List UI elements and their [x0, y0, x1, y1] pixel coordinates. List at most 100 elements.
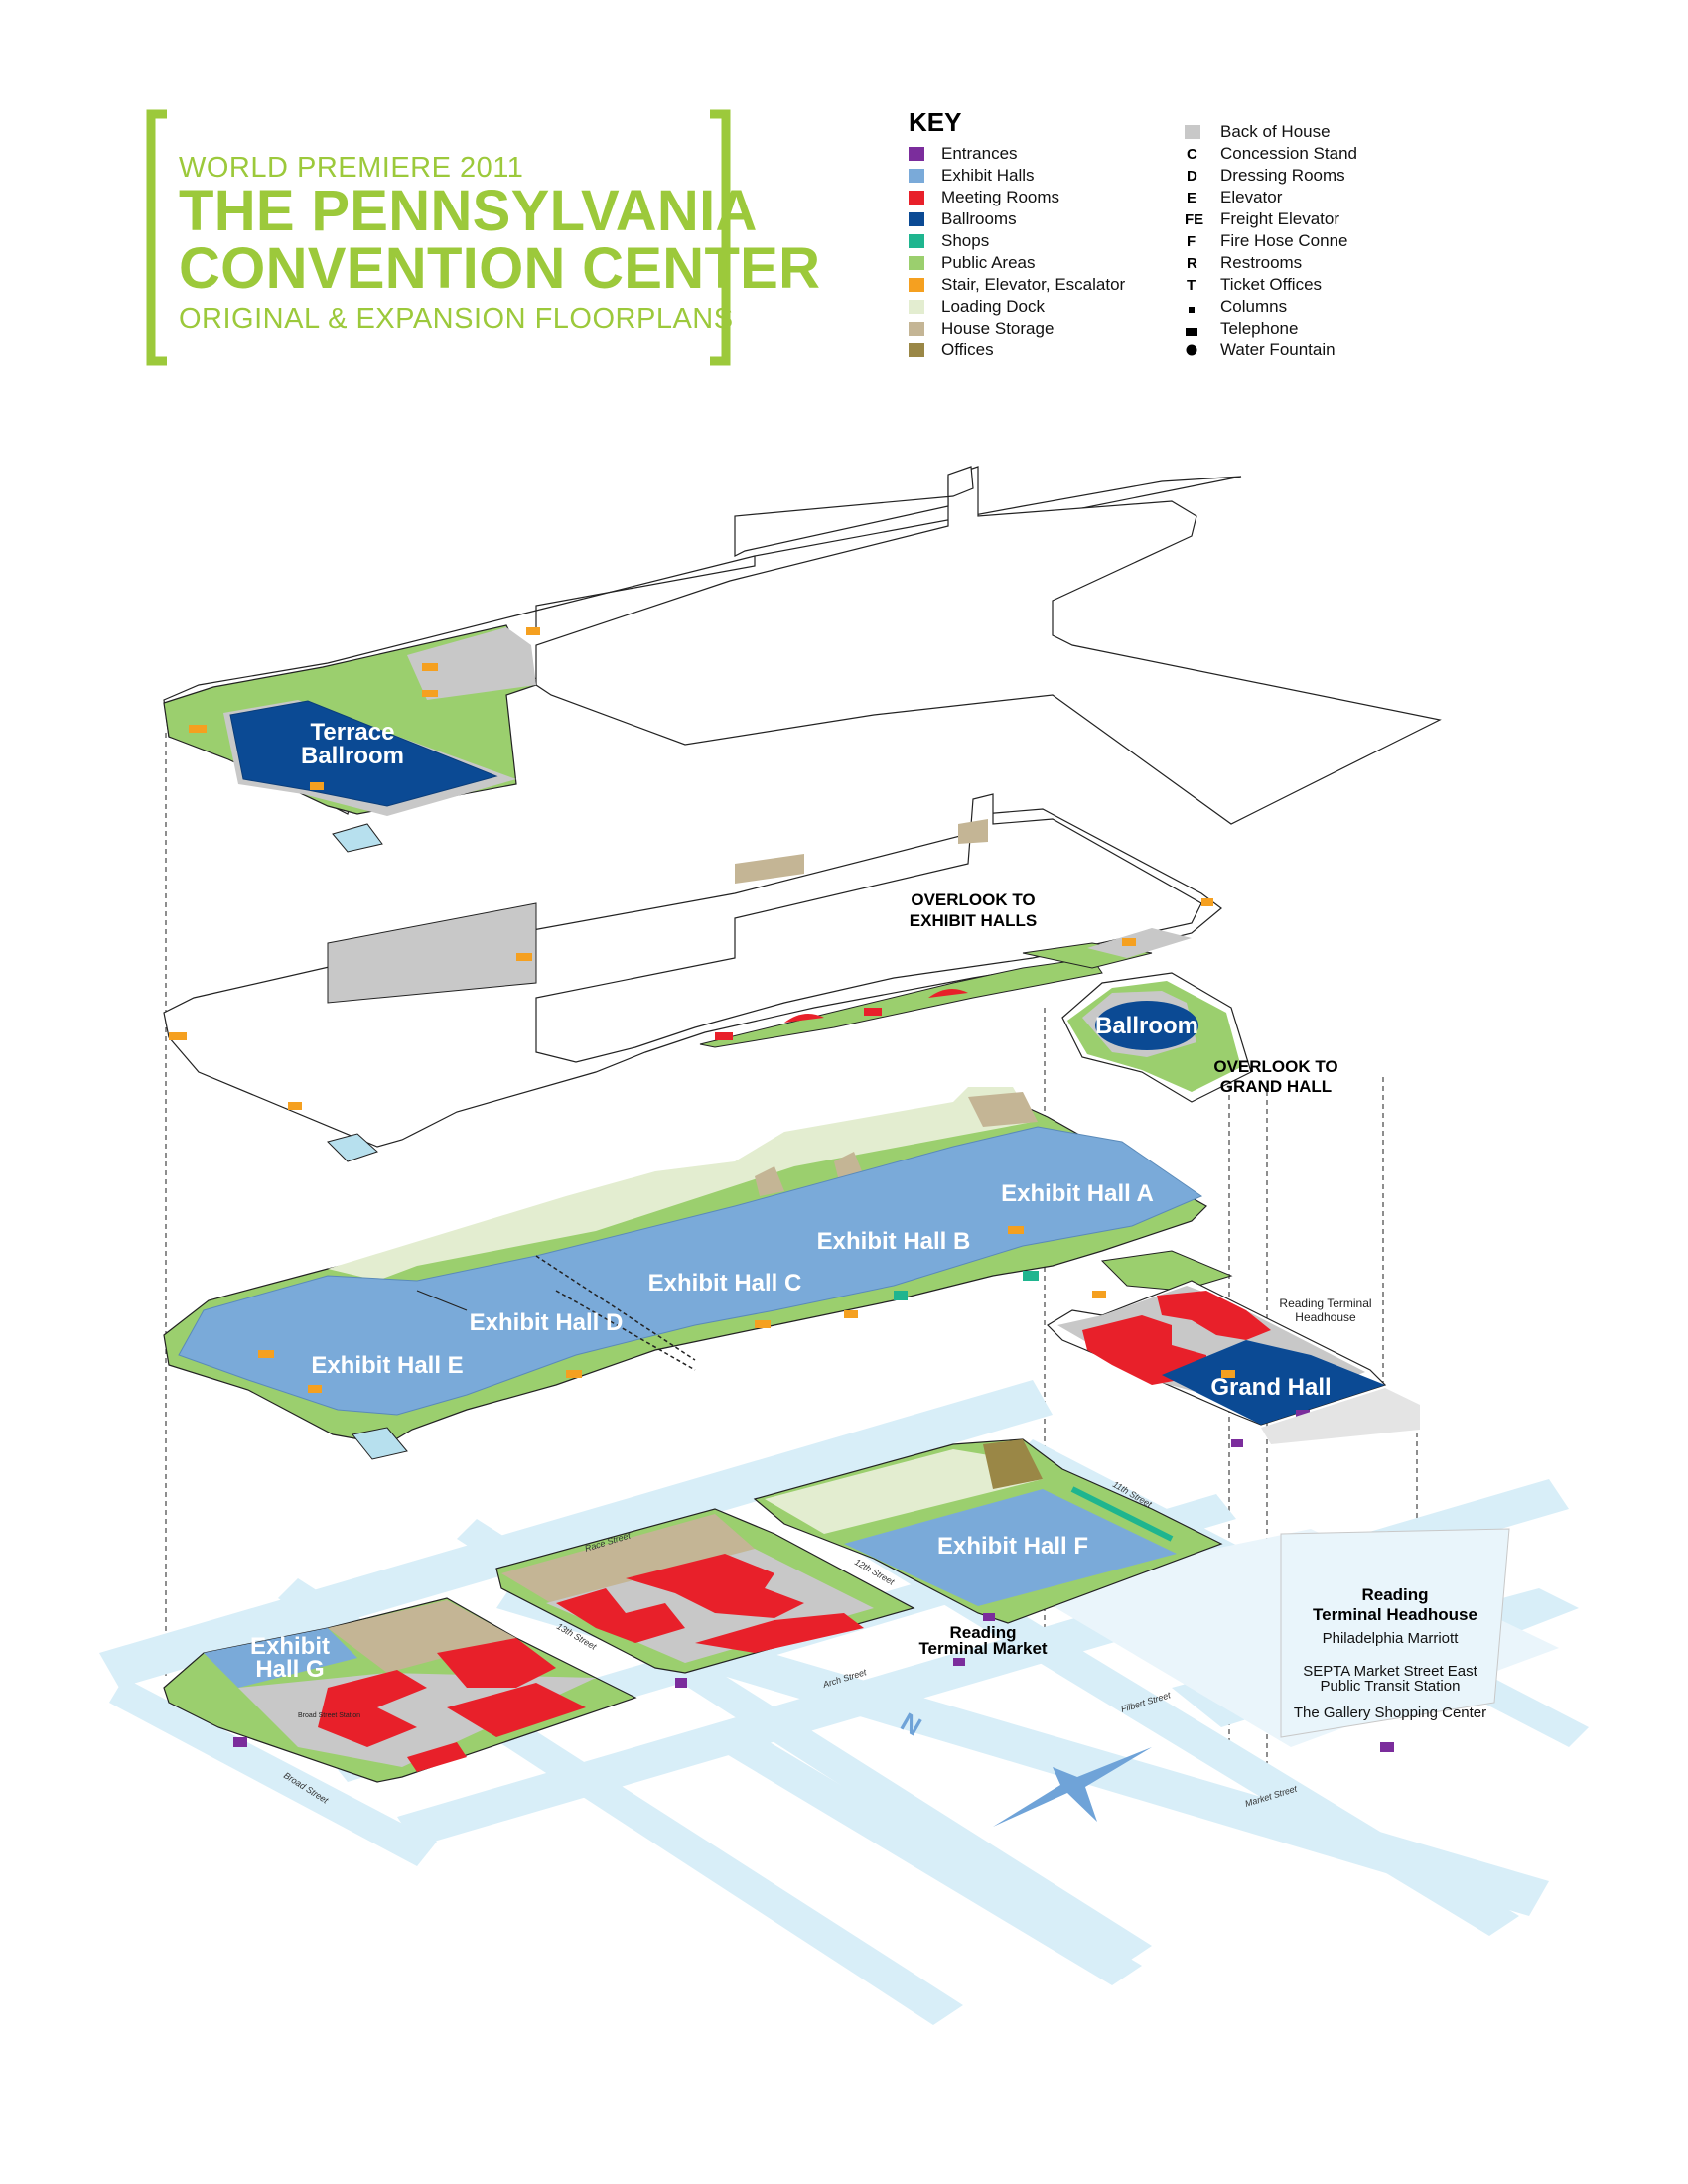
key-label-shops: Shops — [941, 231, 989, 250]
gallery-label: The Gallery Shopping Center — [1294, 1705, 1486, 1721]
left-bracket — [146, 109, 167, 366]
hall-divider-d-c — [535, 1255, 696, 1361]
header-title-line1: THE PENNSYLVANIA — [179, 179, 758, 243]
key-label-restrooms: Restrooms — [1220, 253, 1302, 272]
terrace-ballroom — [229, 700, 498, 807]
septa-label-1: SEPTA Market Street East — [1303, 1663, 1477, 1680]
key-code-r: R — [1187, 255, 1197, 272]
telephone-symbol — [1186, 328, 1197, 336]
broad-street-station-label: Broad Street Station — [298, 1712, 360, 1719]
key-label-water-fountain: Water Fountain — [1220, 341, 1336, 359]
key-label-freight-elevator: Freight Elevator — [1220, 209, 1339, 228]
key-label-fire-hose: Fire Hose Conne — [1220, 231, 1348, 250]
key-label-columns: Columns — [1220, 297, 1287, 316]
key-colors: Entrances Exhibit Halls Meeting Rooms Ba… — [909, 144, 1126, 359]
headhouse-small-label-1: Reading Terminal — [1279, 1297, 1371, 1310]
overlook-halls-label-2: EXHIBIT HALLS — [910, 911, 1037, 930]
headhouse-label-2: Terminal Headhouse — [1313, 1605, 1477, 1624]
level2-ballroom — [1095, 1001, 1198, 1050]
map-key: KEY Entrances Exhibit Halls Meeting Room… — [909, 107, 1357, 359]
key-label-exhibit-halls: Exhibit Halls — [941, 166, 1035, 185]
grand-hall — [1162, 1340, 1385, 1425]
key-label-concession: Concession Stand — [1220, 144, 1357, 163]
septa-label-2: Public Transit Station — [1321, 1678, 1461, 1695]
middle-meeting-rooms-1 — [556, 1588, 685, 1643]
reading-terminal-market-label-2: Terminal Market — [918, 1639, 1047, 1658]
level-exhibit-halls: Exhibit Hall A Exhibit Hall B Exhibit Ha… — [163, 1087, 1420, 1460]
level1-bridge — [1100, 1250, 1233, 1292]
exhibit-hall-f-label: Exhibit Hall F — [937, 1533, 1088, 1560]
overlook-grand-label-1: OVERLOOK TO — [1213, 1057, 1337, 1076]
g-meeting-rooms-2 — [437, 1638, 556, 1688]
key-code-t: T — [1187, 277, 1196, 294]
column-symbol — [1189, 307, 1195, 313]
headhouse-small-label-2: Headhouse — [1295, 1310, 1356, 1324]
overlook-grand-label-2: GRAND HALL — [1220, 1077, 1332, 1096]
exhibit-hall-c-label: Exhibit Hall C — [648, 1270, 802, 1297]
key-label-house-storage: House Storage — [941, 319, 1054, 338]
exhibit-hall-g-label-2: Hall G — [255, 1656, 324, 1683]
swatch-public-areas — [909, 256, 924, 270]
exhibit-hall-d-label: Exhibit Hall D — [470, 1309, 624, 1336]
level2-ballroom-label: Ballroom — [1095, 1013, 1198, 1039]
key-code-fe: FE — [1185, 211, 1203, 228]
key-code-c: C — [1187, 146, 1197, 163]
swatch-entrances — [909, 147, 924, 161]
exhibit-hall-e-label: Exhibit Hall E — [311, 1352, 463, 1379]
exhibit-hall-a-label: Exhibit Hall A — [1001, 1180, 1154, 1207]
terrace-ballroom-label-2: Ballroom — [301, 743, 404, 769]
key-code-f: F — [1187, 233, 1196, 250]
key-label-elevator: Elevator — [1220, 188, 1283, 206]
key-code-d: D — [1187, 168, 1197, 185]
water-fountain-symbol — [1186, 344, 1197, 356]
swatch-house-storage — [909, 322, 924, 336]
marriott-label: Philadelphia Marriott — [1323, 1630, 1460, 1647]
headhouse-plaza — [1261, 1388, 1420, 1444]
swatch-meeting-rooms — [909, 191, 924, 205]
terrace-back-of-house — [407, 627, 536, 700]
terrace-upper-outline — [535, 466, 1442, 825]
terrace-ballroom-label-1: Terrace — [311, 719, 395, 746]
grand-hall-meeting-rooms-1 — [1082, 1315, 1206, 1385]
g-meeting-rooms-1 — [318, 1670, 427, 1747]
level2-back-of-house — [327, 902, 537, 1004]
exhibit-hall-b-label: Exhibit Hall B — [817, 1228, 971, 1255]
swatch-stair-elevator — [909, 278, 924, 292]
swatch-loading-dock — [909, 300, 924, 314]
header-caption: ORIGINAL & EXPANSION FLOORPLANS — [179, 303, 734, 335]
level1-loading-dock — [328, 1087, 1033, 1281]
key-label-ticket: Ticket Offices — [1220, 275, 1322, 294]
swatch-offices — [909, 343, 924, 357]
key-label-offices: Offices — [941, 341, 994, 359]
exhibit-hall-f — [844, 1489, 1177, 1606]
exhibit-halls-a-to-e — [178, 1126, 1203, 1416]
reading-terminal-market-label-1: Reading — [949, 1623, 1016, 1642]
key-label-meeting-rooms: Meeting Rooms — [941, 188, 1059, 206]
title-block: WORLD PREMIERE 2011 THE PENNSYLVANIA CON… — [146, 109, 820, 366]
key-label-public-areas: Public Areas — [941, 253, 1036, 272]
header-title-line2: CONVENTION CENTER — [179, 236, 820, 301]
headhouse-info-panel — [1280, 1528, 1510, 1738]
key-label-telephone: Telephone — [1220, 319, 1298, 338]
level2-public-corridor — [699, 957, 1103, 1048]
key-label-back-of-house: Back of House — [1220, 122, 1331, 141]
level-terrace: Terrace Ballroom — [163, 466, 1442, 853]
middle-meeting-rooms-2 — [626, 1554, 804, 1618]
header-subtitle: WORLD PREMIERE 2011 — [179, 152, 523, 184]
key-title: KEY — [909, 107, 961, 137]
key-label-entrances: Entrances — [941, 144, 1018, 163]
grand-hall-meeting-rooms-2 — [1157, 1291, 1271, 1340]
exhibit-hall-g — [204, 1628, 357, 1688]
swatch-shops — [909, 234, 924, 248]
swatch-back-of-house — [1185, 125, 1200, 139]
exhibit-hall-g-label-1: Exhibit — [250, 1633, 330, 1660]
grand-hall-label: Grand Hall — [1210, 1374, 1331, 1401]
swatch-ballrooms — [909, 212, 924, 226]
overlook-halls-label-1: OVERLOOK TO — [911, 890, 1035, 909]
key-label-loading-dock: Loading Dock — [941, 297, 1045, 316]
level-street: Reading Terminal Market Reading Terminal… — [99, 1380, 1589, 2025]
level-two: Ballroom OVERLOOK TO EXHIBIT HALLS OVERL… — [163, 793, 1338, 1162]
key-label-stair-elevator: Stair, Elevator, Escalator — [941, 275, 1126, 294]
